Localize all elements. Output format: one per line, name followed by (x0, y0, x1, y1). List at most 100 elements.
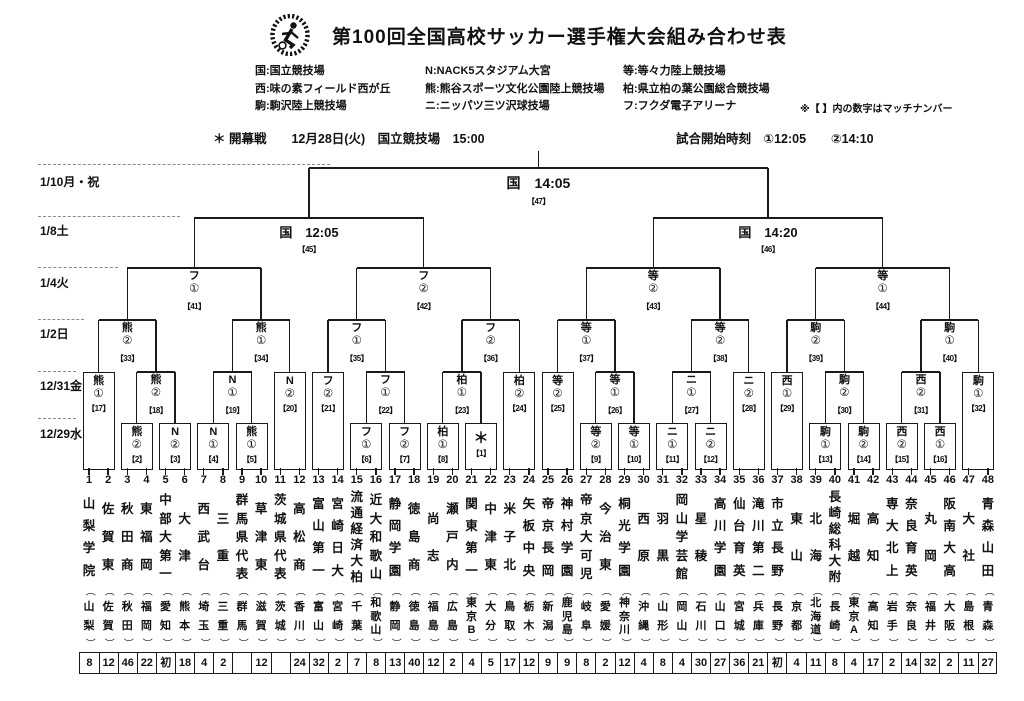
team-name-char: 福 (140, 530, 153, 545)
venue-name: 県立柏の葉公園総合競技場 (637, 82, 770, 95)
team-name-char: 長 (541, 541, 555, 556)
pref-paren-close: ） (868, 638, 880, 648)
match-slot: ② (169, 438, 181, 451)
bracket-line (748, 320, 750, 372)
match-number: 【14】 (852, 454, 876, 464)
pref-paren-close: ） (141, 638, 153, 648)
team-name: 市立長野 (771, 488, 784, 587)
pref-char: 宮 (332, 601, 344, 614)
team-name-char: 専 (885, 496, 899, 511)
pref-char: 賀 (255, 619, 267, 632)
round-guide-line (38, 164, 330, 165)
match-number: 【37】 (574, 353, 598, 363)
team-stub-line (834, 468, 836, 475)
match-number: 【1】 (471, 449, 491, 458)
team-seed-number: 41 (847, 474, 861, 486)
bracket-line (403, 372, 406, 423)
pref-char: 道 (810, 624, 822, 637)
match-venue: 西 (781, 375, 793, 387)
team-name-char: 山 (82, 496, 96, 511)
pref-paren-close: ） (696, 638, 707, 648)
team-stub-line (241, 468, 243, 475)
team-name: 米子北 (503, 488, 516, 587)
team-stub-line (547, 468, 549, 475)
pref-paren-open: （ (906, 586, 918, 596)
team-seed-number: 5 (162, 474, 169, 486)
pref-char: 岡 (389, 619, 401, 632)
team-stub-line (585, 468, 587, 475)
match-number: 【42】 (412, 301, 436, 311)
team-name-char: 大 (350, 554, 363, 569)
pref-paren-close: ） (428, 638, 440, 648)
match-venue: 駒 (858, 426, 870, 438)
team-seed-number: 37 (771, 474, 784, 486)
appearance-count-cell: 5 (480, 653, 500, 673)
match-number: 【22】 (373, 405, 397, 415)
pref-paren-close: ） (313, 638, 325, 648)
appearance-count-cell: 2 (213, 653, 232, 673)
pref-paren-open: （ (696, 586, 707, 596)
pref-paren-close: ） (256, 638, 268, 648)
team-name-char: 子 (503, 530, 516, 545)
team-prefecture: 岡山 (676, 595, 687, 639)
appearance-count-cell: 4 (671, 653, 691, 673)
team-seed-number: 9 (238, 474, 246, 486)
team-name: 近大和歌山 (370, 488, 383, 587)
team-prefecture: 高知 (868, 595, 879, 639)
team-name-char: 央 (522, 563, 536, 578)
match-venue: 等 (647, 270, 659, 282)
appearance-count-cell: 11 (958, 653, 977, 673)
team-name: 中部大第一 (159, 488, 172, 587)
team-prefecture: 富山 (313, 595, 324, 639)
team-prefecture: 徳島 (409, 595, 420, 639)
match-venue: フ (351, 322, 363, 334)
appearance-count-cell: 2 (882, 653, 901, 673)
pref-paren-open: （ (619, 586, 631, 596)
team-name-char: 武 (197, 530, 210, 545)
match-slot: ② (322, 387, 334, 400)
match-venue-time: 国 14:20 (738, 225, 798, 240)
pref-char: 児 (561, 610, 573, 623)
team-name-char: 丸 (924, 511, 937, 526)
team-name-char: 尚 (426, 511, 440, 526)
venue-key: N (425, 65, 437, 77)
pref-paren-close: ） (925, 638, 937, 648)
team-name-char: 光 (618, 519, 631, 534)
bracket-line (948, 268, 951, 320)
team-name-char: 館 (675, 567, 689, 582)
bracket-line (767, 168, 769, 218)
team-name-char: 帝 (541, 496, 555, 511)
match-venue: 柏 (437, 426, 449, 438)
team-name: 茨城県代表 (274, 488, 287, 587)
team-stub-line (375, 468, 377, 475)
team-name-char: 一 (312, 563, 325, 578)
pref-char: 石 (695, 601, 707, 614)
team-name-char: 津 (178, 548, 191, 563)
team-name: 北海 (809, 488, 822, 587)
bracket-line (595, 372, 597, 423)
team-name-char: 大 (885, 519, 899, 534)
team-name-char: 森 (981, 519, 995, 534)
team-name-char: 長 (828, 490, 842, 505)
team-stub-line (336, 468, 339, 475)
match-number: 【10】 (622, 454, 646, 464)
pref-char: 根 (963, 619, 975, 632)
match-number: 【17】 (87, 403, 111, 413)
pref-char: 賀 (102, 619, 114, 632)
pref-paren-close: ） (485, 638, 497, 648)
match-number: 【6】 (356, 454, 376, 464)
pref-char: 都 (791, 619, 803, 632)
team-prefecture: 佐賀 (103, 595, 114, 639)
match-venue: 西 (934, 426, 946, 438)
team-name-char: 大 (962, 511, 975, 526)
pref-char: 佐 (102, 601, 114, 614)
match-number: 【35】 (345, 353, 369, 363)
